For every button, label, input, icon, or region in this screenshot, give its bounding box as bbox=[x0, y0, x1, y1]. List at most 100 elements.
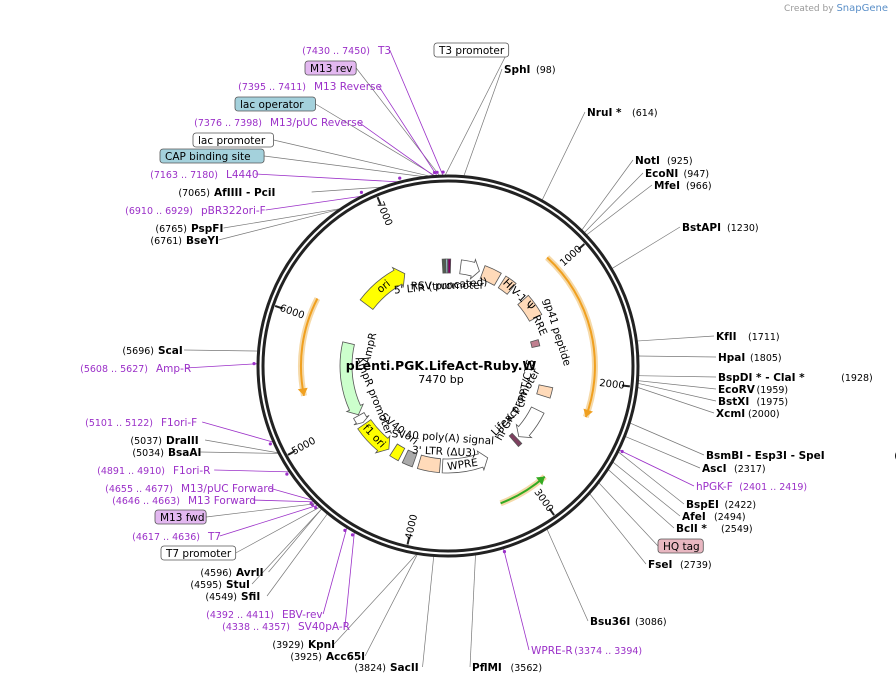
enzyme-position: (98) bbox=[536, 65, 556, 76]
site-label-enzyme: AfeI(2494) bbox=[682, 511, 746, 523]
feature-label: RSV promoter bbox=[411, 280, 485, 293]
enzyme-name: EcoNI bbox=[645, 168, 678, 180]
tick-mark bbox=[287, 450, 296, 456]
primer-leader bbox=[202, 421, 275, 443]
feature-lacbox1 bbox=[445, 258, 449, 274]
enzyme-position: (4549) bbox=[205, 592, 237, 603]
green-arc-head bbox=[536, 476, 545, 486]
primer-marker bbox=[432, 170, 437, 175]
feature-lacbox2 bbox=[441, 258, 447, 274]
feature-tag-label: HQ tag bbox=[663, 541, 700, 553]
leader-line bbox=[588, 492, 647, 565]
primer-leader bbox=[378, 85, 438, 177]
enzyme-name: Bsu36I bbox=[590, 616, 630, 628]
primer-marker bbox=[398, 176, 402, 180]
enzyme-position: (4596) bbox=[200, 568, 232, 579]
leader-line bbox=[637, 355, 717, 358]
enzyme-name: BspDI * - ClaI * bbox=[718, 372, 805, 384]
site-label-enzyme: BstAPI(1230) bbox=[682, 222, 759, 234]
primer-range: (7430 .. 7450) bbox=[302, 46, 370, 57]
leader-line bbox=[251, 508, 323, 585]
primer-marker bbox=[350, 533, 355, 537]
enzyme-position: (6765) bbox=[155, 224, 187, 235]
orange-arc-1 bbox=[546, 256, 596, 418]
primer-marker bbox=[268, 442, 272, 446]
primer-name: M13 Reverse bbox=[314, 81, 382, 93]
tick-label: 6000 bbox=[278, 303, 306, 322]
tick-label: 2000 bbox=[599, 378, 626, 392]
enzyme-name: PspFI bbox=[191, 223, 223, 235]
site-label-enzyme: BsaAI (5034) bbox=[132, 447, 201, 459]
feature-rre bbox=[517, 294, 543, 322]
feature-ori bbox=[359, 266, 406, 311]
site-label-box: T3 promoter bbox=[433, 42, 510, 58]
feature-label: HIV-1 Ψ bbox=[500, 277, 537, 313]
leader-line bbox=[636, 335, 715, 342]
enzyme-position: (5034) bbox=[132, 448, 164, 459]
feature-sv40-poly-a-signal bbox=[401, 449, 418, 468]
tick-mark bbox=[621, 384, 630, 388]
enzyme-position: (1975) bbox=[757, 397, 789, 408]
leader-line bbox=[617, 451, 685, 505]
site-label-enzyme: Acc65I(3925) bbox=[290, 651, 365, 663]
site-label-enzyme: KfII(1711) bbox=[716, 331, 780, 343]
primer-leader bbox=[255, 173, 401, 183]
enzyme-name: SfiI bbox=[241, 591, 260, 603]
feature-tag-label: M13 fwd bbox=[160, 512, 205, 524]
leader-line bbox=[264, 155, 428, 178]
site-label-enzyme: SfiI (4549) bbox=[205, 591, 260, 603]
enzyme-name: BstXI bbox=[718, 396, 749, 408]
primer-leader bbox=[252, 499, 316, 503]
feature-tag bbox=[160, 545, 237, 561]
site-label-enzyme: PflMI(3562) bbox=[472, 662, 542, 674]
primer-name: T3 bbox=[377, 45, 391, 57]
site-label-enzyme: NruI *(614) bbox=[587, 107, 658, 119]
leader-lines bbox=[184, 49, 717, 668]
leader-line bbox=[218, 208, 342, 241]
site-label-primer: pBR322ori-F(6910 .. 6929) bbox=[125, 205, 266, 217]
leader-line bbox=[637, 375, 717, 378]
tick-label: 3000 bbox=[531, 487, 555, 514]
primer-range: (4655 .. 4677) bbox=[105, 484, 173, 495]
tick-label: 5000 bbox=[290, 436, 318, 458]
site-label-primer: Amp-R(5608 .. 5627) bbox=[80, 363, 191, 375]
primer-name: Amp-R bbox=[156, 363, 191, 375]
enzyme-position: (925) bbox=[667, 156, 693, 167]
enzyme-position: (3562) bbox=[511, 663, 543, 674]
orange-arc-2 bbox=[299, 298, 319, 397]
site-label-primer: T7 (4617 .. 4636) bbox=[132, 531, 221, 543]
feature-5-ltr-truncated- bbox=[479, 265, 502, 286]
primer-name: T7 bbox=[207, 531, 221, 543]
credit: Created by SnapGene bbox=[784, 3, 888, 14]
primer-leader bbox=[185, 363, 259, 369]
site-label-primer: EBV-rev(4392 .. 4411) bbox=[206, 609, 323, 621]
site-label-primer: M13/pUC Forward(4655 .. 4677) bbox=[105, 483, 274, 495]
enzyme-position: (1928) bbox=[841, 373, 873, 384]
site-label-enzyme: AscI(2317) bbox=[702, 463, 766, 475]
primer-range: (6910 .. 6929) bbox=[125, 206, 193, 217]
site-label-box: lac promoter bbox=[192, 132, 274, 148]
site-label-enzyme: EcoRV(1959) bbox=[718, 384, 788, 396]
feature-tag bbox=[234, 96, 316, 112]
primer-range: (7163 .. 7180) bbox=[150, 170, 218, 181]
snapgene-logo: SnapGene bbox=[836, 3, 888, 14]
primer-marker bbox=[435, 170, 439, 174]
leader-line bbox=[546, 528, 589, 622]
site-label-enzyme: FseI(2739) bbox=[648, 559, 712, 571]
enzyme-position: (3929) bbox=[272, 640, 304, 651]
enzyme-name: BsaAI bbox=[168, 447, 201, 459]
primer-marker bbox=[285, 472, 289, 476]
leader-line bbox=[541, 111, 586, 201]
leader-line bbox=[273, 139, 433, 178]
primer-marker bbox=[359, 190, 364, 194]
feature-tag-label: lac promoter bbox=[198, 135, 266, 147]
feature-tag bbox=[304, 60, 357, 76]
primer-range: (4617 .. 4636) bbox=[132, 532, 200, 543]
leader-line bbox=[611, 226, 681, 270]
leader-line bbox=[629, 422, 705, 456]
leader-line bbox=[583, 172, 644, 234]
site-label-primer: F1ori-R(4891 .. 4910) bbox=[97, 465, 210, 477]
leader-line bbox=[469, 553, 476, 668]
site-label-enzyme: PspFI (6765) bbox=[155, 223, 223, 235]
primer-name: L4440 bbox=[226, 169, 259, 181]
